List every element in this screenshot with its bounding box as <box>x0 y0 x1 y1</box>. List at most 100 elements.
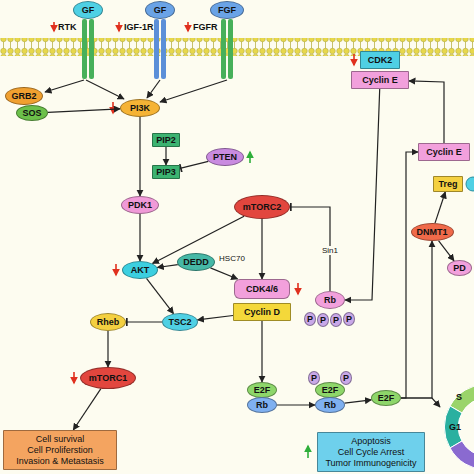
inhibition-line <box>180 161 208 168</box>
activation-arrow <box>439 241 455 261</box>
node-label: Rb <box>256 400 268 410</box>
activation-arrow <box>261 321 262 382</box>
node-label: E2F <box>322 385 339 395</box>
protein-node: GRB2 <box>5 87 43 105</box>
node-label: P <box>343 373 349 383</box>
downregulation-arrow <box>54 22 354 383</box>
protein-node: FGF <box>210 1 244 19</box>
protein-node: DEDD <box>177 253 215 271</box>
node-label: Cyclin D <box>244 307 280 317</box>
protein-node: E2F <box>315 382 345 398</box>
protein-node: CDK4/6 <box>234 279 290 299</box>
node-label: mTORC1 <box>89 373 127 383</box>
node-label: Apoptosis <box>351 436 391 447</box>
protein-node: E2F <box>247 382 277 398</box>
activation-arrow <box>401 241 432 398</box>
node-label: P <box>320 315 326 325</box>
receptor-label: IGF-1R <box>124 22 154 32</box>
activation-arrow <box>107 331 108 367</box>
node-label: Rb <box>324 400 336 410</box>
activation-arrow <box>139 214 140 261</box>
cell-cycle-ring: S G1 <box>440 378 474 474</box>
protein-node: mTORC1 <box>80 367 136 389</box>
receptor-symbol <box>82 19 233 79</box>
node-label: Cyclin E <box>362 75 398 85</box>
protein-node: P <box>343 312 355 326</box>
activation-arrow <box>198 316 234 320</box>
node-label: GRB2 <box>11 91 36 101</box>
protein-node: PI3K <box>120 99 160 117</box>
cell-symbol <box>466 177 474 191</box>
activation-arrow <box>409 81 444 143</box>
activation-arrow <box>401 398 440 407</box>
node-label: PD <box>453 263 466 273</box>
node-label: P <box>333 315 339 325</box>
node-label: FGF <box>218 5 236 15</box>
outcome-box: ApoptosisCell Cycle ArrestTumor Immunoge… <box>317 432 425 472</box>
protein-node: TSC2 <box>162 313 198 331</box>
protein-node: PDK1 <box>121 196 159 214</box>
outcome-box: Cell survivalCell ProliferstionInvasion … <box>3 430 117 470</box>
protein-node: Cyclin E <box>351 71 409 89</box>
activation-arrow <box>73 389 101 430</box>
protein-node: PIP2 <box>152 133 180 147</box>
cell-membrane <box>0 38 474 56</box>
protein-node: CDK2 <box>360 51 400 69</box>
activation-arrow <box>210 268 237 279</box>
protein-node: Rb <box>315 291 345 309</box>
node-label: P <box>311 373 317 383</box>
activation-arrow <box>401 152 418 398</box>
protein-node: E2F <box>371 390 401 406</box>
protein-node: Rheb <box>90 313 126 331</box>
node-label: Rheb <box>97 317 120 327</box>
node-label: Treg <box>438 179 457 189</box>
node-label: PIP2 <box>156 135 176 145</box>
receptor-label: RTK <box>58 22 77 32</box>
protein-node: PIP3 <box>152 165 180 179</box>
activation-arrow <box>139 117 140 196</box>
activation-arrow <box>435 192 445 223</box>
node-label: S <box>456 392 462 402</box>
node-label: PTEN <box>213 152 237 162</box>
activation-arrow <box>345 400 372 403</box>
protein-node: mTORC2 <box>234 195 290 219</box>
node-label: Cell Proliferstion <box>27 445 93 456</box>
protein-node: Cyclin D <box>233 303 291 321</box>
protein-node: P <box>317 313 329 327</box>
activation-arrow <box>147 278 174 313</box>
activation-arrow <box>165 147 166 165</box>
node-label: P <box>307 314 313 324</box>
protein-node: P <box>340 371 352 385</box>
node-label: P <box>346 314 352 324</box>
edge-label: Sin1 <box>321 246 339 255</box>
node-label: CDK4/6 <box>246 284 278 294</box>
activation-arrow <box>48 109 120 112</box>
node-label: AKT <box>131 265 150 275</box>
node-label: Rb <box>324 295 336 305</box>
node-label: PI3K <box>130 103 150 113</box>
protein-node: Treg <box>433 176 463 192</box>
inhibition-line <box>126 321 162 322</box>
protein-node: Cyclin E <box>418 143 470 161</box>
protein-node: AKT <box>122 261 158 279</box>
node-label: Cell survival <box>36 434 85 445</box>
node-label: SOS <box>22 108 41 118</box>
protein-node: PD <box>447 260 472 276</box>
node-label: Cell Cycle Arrest <box>338 447 405 458</box>
node-label: E2F <box>254 385 271 395</box>
activation-arrow <box>277 404 315 405</box>
protein-node: P <box>304 312 316 326</box>
protein-node: GF <box>145 1 175 19</box>
protein-node: P <box>330 313 342 327</box>
protein-node: Rb <box>247 397 277 413</box>
activation-arrow <box>345 89 380 300</box>
node-label: mTORC2 <box>243 202 281 212</box>
node-label: G1 <box>449 422 461 432</box>
node-label: DNMT1 <box>417 227 448 237</box>
protein-node: Rb <box>315 397 345 413</box>
node-label: TSC2 <box>168 317 191 327</box>
edge-label: HSC70 <box>218 254 246 263</box>
protein-node: SOS <box>16 105 48 121</box>
